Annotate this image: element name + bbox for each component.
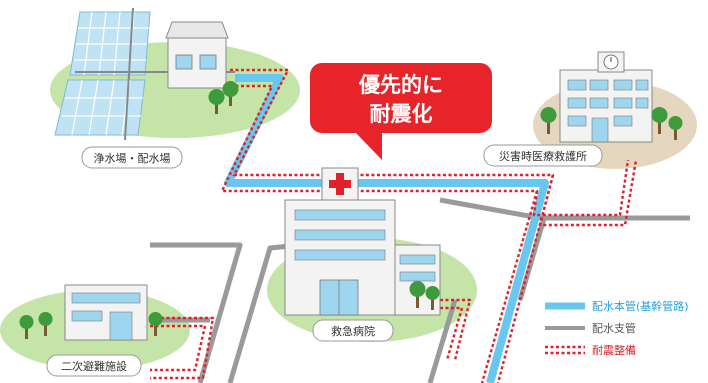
water-plant-panels	[54, 7, 235, 141]
water-plant-building	[165, 21, 229, 89]
disaster-hospital-trees	[540, 107, 683, 140]
label-evacuation-facility: 二次避難施設	[46, 354, 142, 377]
label-disaster-hospital-text: 災害時医療救護所	[499, 149, 587, 163]
label-water-plant-text: 浄水場・配水場	[94, 151, 171, 165]
evacuation-trees	[19, 312, 163, 339]
emergency-hospital-trees	[409, 281, 440, 310]
label-emergency-hospital: 救急病院	[312, 319, 394, 342]
legend: 配水本管(基幹管路) 配水支管 耐震整備	[530, 288, 705, 368]
label-water-plant: 浄水場・配水場	[81, 146, 183, 169]
legend-main-pipe: 配水本管(基幹管路)	[545, 299, 689, 313]
legend-main-pipe-label: 配水本管(基幹管路)	[592, 299, 689, 313]
legend-branch-pipe: 配水支管	[545, 321, 636, 335]
seismic-upgrade-lines	[150, 68, 638, 383]
priority-callout: 優先的に 耐震化	[310, 63, 492, 160]
disaster-hospital-building	[559, 51, 653, 143]
label-evacuation-facility-text: 二次避難施設	[61, 359, 127, 373]
main-pipe-network	[224, 74, 549, 383]
water-plant-trees	[208, 81, 239, 114]
label-emergency-hospital-text: 救急病院	[331, 324, 375, 338]
label-disaster-hospital: 災害時医療救護所	[483, 144, 603, 167]
branch-pipes	[150, 197, 690, 383]
legend-seismic-upgrade-label: 耐震整備	[592, 343, 636, 357]
emergency-hospital-building	[284, 167, 441, 316]
evacuation-building	[64, 284, 148, 341]
legend-seismic-upgrade: 耐震整備	[545, 343, 636, 357]
callout-line-1: 優先的に	[358, 73, 443, 97]
callout-line-2: 耐震化	[370, 102, 433, 126]
legend-branch-pipe-label: 配水支管	[592, 321, 636, 335]
